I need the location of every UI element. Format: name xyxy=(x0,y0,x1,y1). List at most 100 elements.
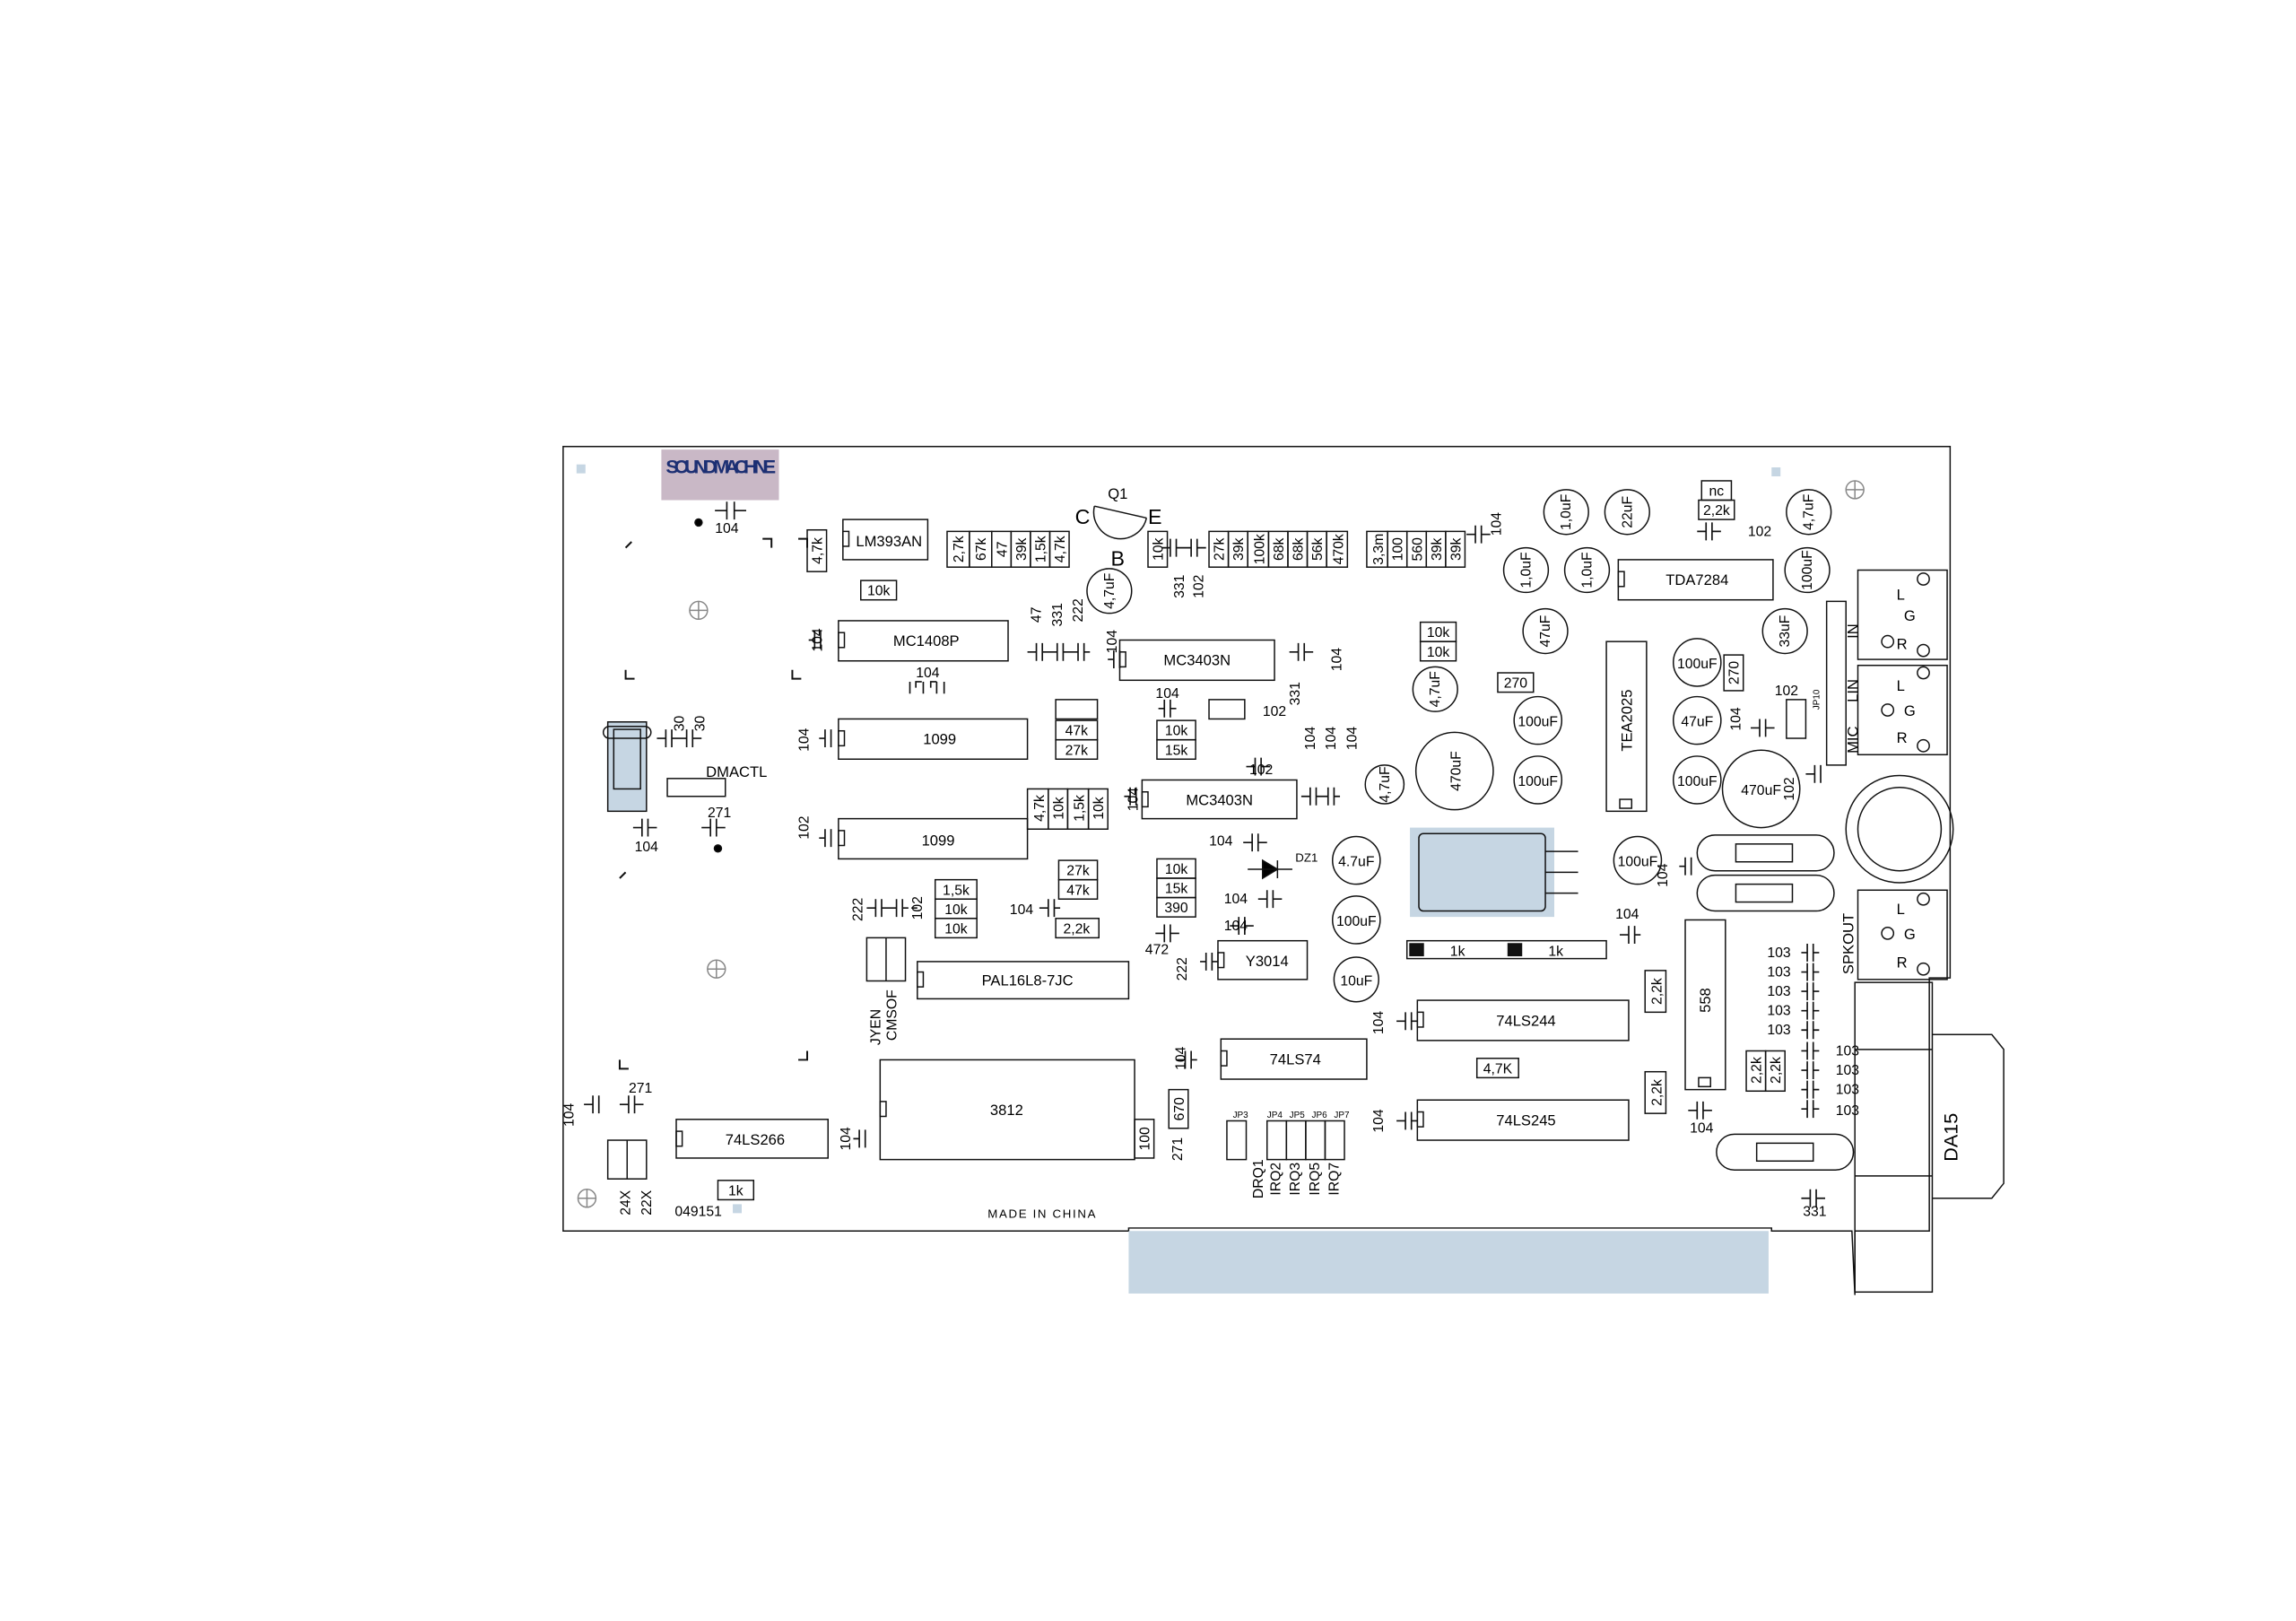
capacitor-label: 102 xyxy=(797,815,813,839)
resistor-label: 2,2k xyxy=(1769,1057,1784,1084)
resistor-label: 270 xyxy=(1727,661,1743,685)
capacitor-label: 104 xyxy=(1615,907,1639,922)
resistor-label: 10k xyxy=(1165,862,1188,877)
resistor-label: 56k xyxy=(1310,537,1326,561)
resistor-label: 2,2k xyxy=(1703,503,1730,519)
electrolytic-label: 100uF xyxy=(1618,855,1658,870)
x24-label: 24X xyxy=(619,1190,634,1216)
ic-74ls245-label: 74LS245 xyxy=(1496,1111,1555,1129)
ic-558-label: 558 xyxy=(1697,988,1714,1013)
capacitor-label: 30 xyxy=(672,715,687,731)
resistor-label: 47k xyxy=(1066,883,1090,898)
resistor-label: 39k xyxy=(1014,537,1030,561)
ic-mc3403-b-label: MC3403N xyxy=(1186,792,1253,809)
resistor-label: 470k xyxy=(1331,534,1346,564)
capacitor-label: 102 xyxy=(1191,575,1206,598)
spkout-label: SPKOUT xyxy=(1840,913,1857,974)
resistor-label: 10k xyxy=(1165,724,1188,739)
resistor-label: 1,5k xyxy=(1073,795,1088,822)
resistor-label: 560 xyxy=(1410,537,1425,562)
resistor-label: 4,7k xyxy=(1053,536,1068,562)
jp3-label: JP3 xyxy=(1233,1111,1249,1120)
capacitor-label: 222 xyxy=(850,898,865,921)
capacitor-label: 104 xyxy=(715,521,739,536)
jp5-label: JP5 xyxy=(1290,1111,1306,1120)
resistor-label: 47k xyxy=(1065,724,1089,739)
ic-tda7284: TDA7284 xyxy=(1617,559,1774,601)
voltage-regulator xyxy=(1410,827,1578,918)
capacitor-label: 271 xyxy=(708,806,731,821)
ic-mc3403-b: MC3403N xyxy=(1141,779,1298,820)
ic-74ls74: 74LS74 xyxy=(1220,1038,1368,1080)
ic-pal16l8-label: PAL16L8-7JC xyxy=(982,972,1074,989)
capacitor-label: 103 xyxy=(1767,1023,1791,1038)
resistor-array: 4,7k 10k 2,7k 67k 47 39k 1,5k 4,7k 10k 2… xyxy=(717,480,1786,1201)
resistor-label: 10k xyxy=(944,902,968,918)
resistor-label: 2,2k xyxy=(1750,1057,1765,1084)
electrolytic-capacitors: 1,0uF 22uF 4,7uF 1,0uF 1,0uF 100uF 47uF … xyxy=(1086,489,1832,1003)
made-in-label: MADE IN CHINA xyxy=(987,1207,1097,1220)
resistor-label: 10k xyxy=(1427,625,1450,641)
capacitor-label: 104 xyxy=(1105,630,1120,654)
capacitor-labels: 104 104 102 47 331 222 331 102 104 104 1… xyxy=(562,512,1860,1220)
capacitor-label: 103 xyxy=(1836,1063,1860,1078)
ic-1099-b: 1099 xyxy=(838,817,1029,860)
electrolytic-label: 4,7uF xyxy=(1802,494,1817,530)
capacitor-label: 104 xyxy=(1728,707,1744,731)
capacitor-label: 30 xyxy=(693,715,709,731)
resistor-label: 4,7k xyxy=(811,537,826,564)
capacitor-label: 104 xyxy=(1224,919,1248,934)
resistor-label: 270 xyxy=(1504,676,1528,692)
resistor-label: 10k xyxy=(867,584,891,599)
capacitor-label: 104 xyxy=(1173,1046,1188,1070)
capacitor-label: 104 xyxy=(916,666,940,681)
resistor-label: 4,7k xyxy=(1032,795,1048,822)
capacitor-label: 222 xyxy=(1071,598,1086,622)
ic-lm393-label: LM393AN xyxy=(856,533,922,550)
mic-label: MIC xyxy=(1844,726,1861,753)
crystals xyxy=(1696,834,1855,1171)
capacitor-label: 331 xyxy=(1803,1205,1826,1220)
capacitor-label: 103 xyxy=(1767,946,1791,961)
ic-y3014: Y3014 xyxy=(1217,939,1309,980)
cmsof-label: CMSOF xyxy=(885,989,900,1041)
ic-1099-b-label: 1099 xyxy=(922,832,955,849)
resistor-label: 2,2k xyxy=(1063,921,1090,937)
electrolytic-label: 470uF xyxy=(1448,751,1464,791)
electrolytic-label: 1,0uF xyxy=(1579,552,1595,588)
jack-pin-label: G xyxy=(1904,926,1916,943)
capacitor-label: 104 xyxy=(1224,892,1248,907)
serial-label: 049151 xyxy=(674,1205,722,1220)
jp10-label: JP10 xyxy=(1812,689,1822,710)
electrolytic-label: 4,7uF xyxy=(1102,573,1118,609)
ic-74ls245: 74LS245 xyxy=(1416,1099,1630,1141)
jack-pin-label: G xyxy=(1904,702,1916,719)
capacitor-label: 103 xyxy=(1836,1103,1860,1119)
capacitor-label: 222 xyxy=(1175,957,1190,980)
capacitor-label: 271 xyxy=(1170,1137,1186,1161)
irq2-label: IRQ2 xyxy=(1269,1163,1284,1196)
jp4-label: JP4 xyxy=(1267,1111,1283,1120)
capacitor-label: 102 xyxy=(1775,684,1798,699)
drq1-label: DRQ1 xyxy=(1251,1159,1266,1198)
resistor-label: 3,3m xyxy=(1371,534,1387,565)
resistor-label: 27k xyxy=(1066,864,1090,879)
ic-mc3403-a: MC3403N xyxy=(1118,639,1275,682)
resistor-label: 27k xyxy=(1213,537,1228,561)
jyen-label: JYEN xyxy=(868,1009,883,1045)
capacitor-label: 331 xyxy=(1050,603,1065,626)
edge-connector-fingers xyxy=(1128,1231,1769,1294)
ic-74ls244: 74LS244 xyxy=(1416,999,1630,1041)
resistor-label: 68k xyxy=(1292,537,1307,561)
electrolytic-label: 22uF xyxy=(1620,496,1635,528)
resistor-label: 100 xyxy=(1391,537,1406,562)
capacitor-label: 104 xyxy=(839,1127,854,1151)
capacitor-label: 331 xyxy=(1288,682,1303,705)
resistor-label: 390 xyxy=(1164,901,1188,916)
jack-pin-label: R xyxy=(1897,729,1908,746)
irq7-label: IRQ7 xyxy=(1326,1163,1342,1196)
jack-pin-label: L xyxy=(1897,901,1905,918)
resistor-label: 10k xyxy=(1091,797,1107,820)
ic-558: 558 xyxy=(1684,919,1726,1091)
